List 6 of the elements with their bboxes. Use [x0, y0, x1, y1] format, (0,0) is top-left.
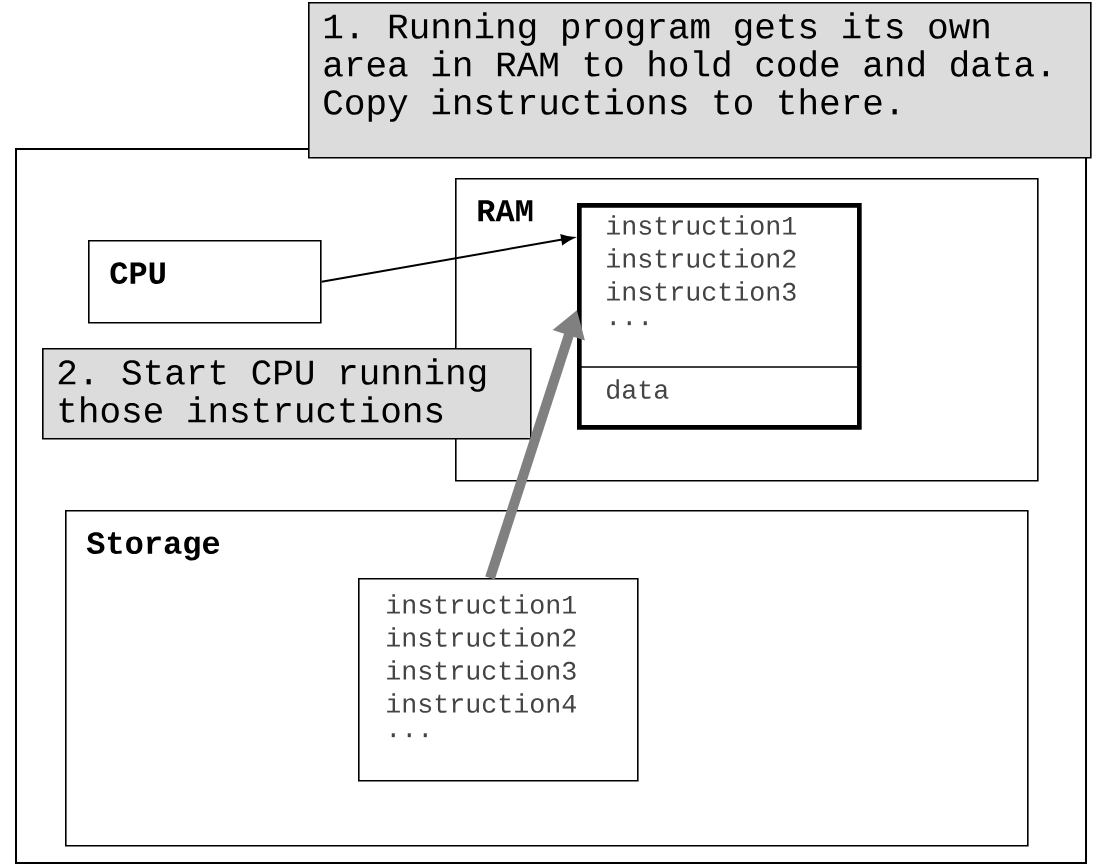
cpu-box: CPU [88, 240, 322, 324]
program-area-box: instruction1 instruction2 instruction3 ... data [576, 203, 862, 430]
note-box: 1. Running program gets its own area in RAM to hold code and data. Copy instructions to there. [308, 2, 1092, 159]
arrow [320, 234, 574, 283]
file-box: instruction1 instruction2 instruction3 instruction4 ... [358, 578, 639, 782]
note-box: 2. Start CPU running those instructions [42, 348, 532, 440]
